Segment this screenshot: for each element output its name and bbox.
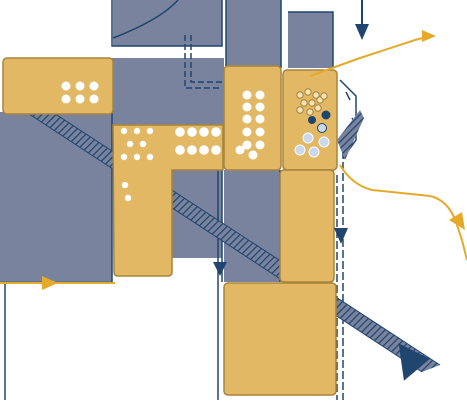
dot-clusters (294, 88, 331, 158)
hole (75, 81, 85, 91)
cluster-dot (308, 99, 316, 107)
slate-block-top-mid (226, 0, 281, 68)
arrow-diagonal-icon (398, 343, 430, 381)
tan-block-left-top (2, 57, 114, 115)
hole (120, 127, 128, 135)
hole (255, 90, 265, 100)
hatched-strip (337, 110, 364, 160)
hole (242, 127, 252, 137)
slate-block-top-right (288, 12, 333, 68)
outline-top-right (288, 11, 334, 68)
tan-block-right-mid (279, 169, 335, 283)
hole (175, 127, 185, 137)
band-edges (19, 103, 441, 373)
cluster-dot (314, 104, 322, 112)
cluster-dot (317, 123, 327, 133)
cluster-dot (312, 91, 320, 99)
arrow-down-icon (334, 228, 348, 244)
hole (235, 145, 245, 155)
hole (242, 140, 252, 150)
hole (61, 94, 71, 104)
tan-block-bottom (223, 282, 337, 396)
hole (124, 194, 132, 202)
hole (255, 127, 265, 137)
hole (139, 140, 147, 148)
perforation-holes (61, 81, 265, 202)
arc-line (112, 0, 179, 39)
hole (242, 114, 252, 124)
hole (146, 153, 154, 161)
slate-block-left (0, 112, 112, 281)
hole (255, 102, 265, 112)
road-right-vertical (336, 140, 344, 400)
cluster-dot (296, 91, 304, 99)
hole (199, 145, 209, 155)
arrow-right-icon (422, 30, 436, 42)
hole (133, 127, 141, 135)
hole (133, 153, 141, 161)
cluster-dot (308, 116, 316, 124)
cluster-dot (306, 108, 314, 116)
hole (89, 94, 99, 104)
hole (199, 127, 209, 137)
cluster-dot (302, 132, 314, 144)
hole (75, 94, 85, 104)
arrow-down-icon (213, 262, 227, 276)
dashed-path-top (184, 35, 222, 89)
cluster-dot (296, 106, 304, 114)
hole (255, 140, 265, 150)
cluster-dot (304, 88, 312, 96)
hole (248, 150, 258, 160)
arrow-down-icon (355, 24, 369, 40)
cluster-dot (320, 92, 328, 100)
slate-block-top-left (113, 0, 222, 46)
arrows (42, 0, 465, 381)
hole (126, 140, 134, 148)
gold-line-right (339, 164, 467, 261)
tan-block-l-shape (112, 124, 224, 277)
hole (242, 102, 252, 112)
tan-block-center-tall (223, 65, 282, 171)
cluster-dot (300, 99, 308, 107)
arrow-right-icon (449, 212, 465, 230)
cluster-dot (318, 136, 330, 148)
outline-top-left (111, 0, 223, 47)
cluster-dot (294, 144, 306, 156)
hole (211, 127, 221, 137)
slate-block-mid (112, 58, 224, 125)
hole (120, 153, 128, 161)
hole (211, 145, 221, 155)
hole (255, 114, 265, 124)
outline-top-mid (225, 0, 282, 68)
hole (242, 90, 252, 100)
cluster-dot (321, 110, 331, 120)
hole (121, 181, 129, 189)
hole (61, 81, 71, 91)
hole (175, 145, 185, 155)
hole (187, 127, 197, 137)
slate-blocks (0, 0, 333, 282)
hole (187, 145, 197, 155)
cluster-dot (308, 146, 320, 158)
hole (89, 81, 99, 91)
arrow-right-icon (42, 276, 58, 290)
hole (146, 127, 154, 135)
